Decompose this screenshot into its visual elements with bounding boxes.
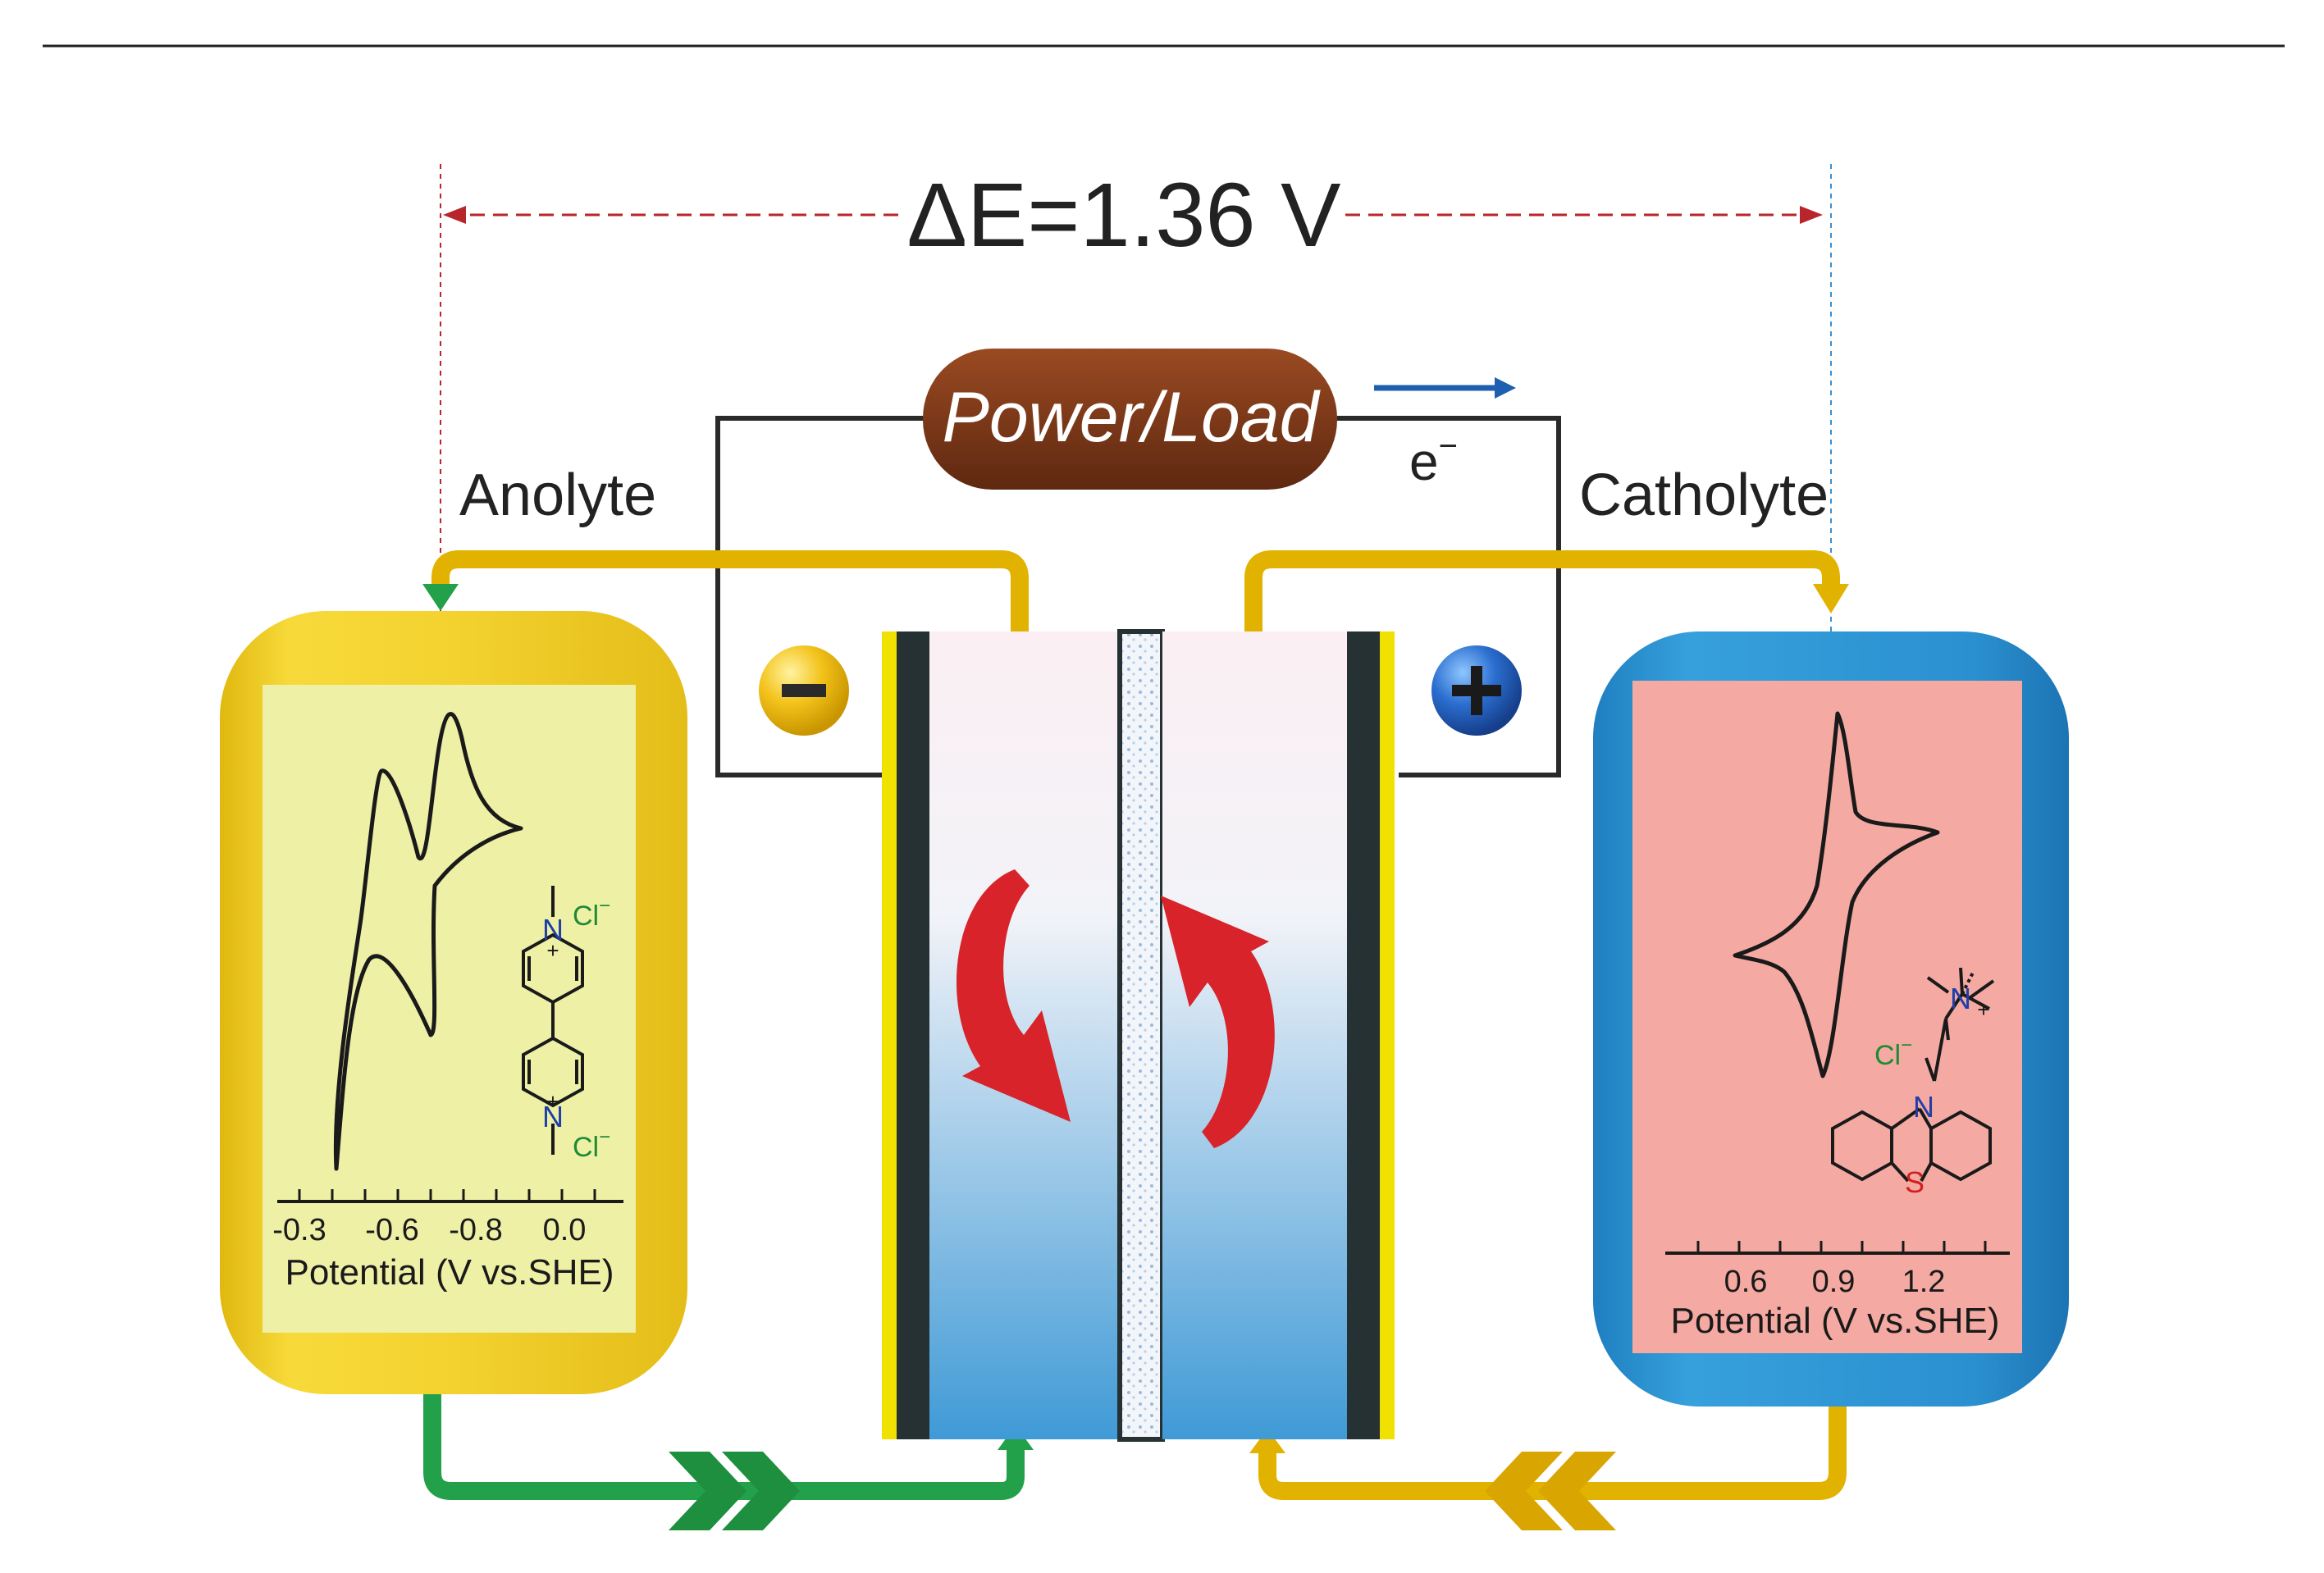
anolyte-molecule — [522, 886, 584, 1155]
catholyte-inlet-arrow — [1813, 584, 1849, 613]
anolyte-axis-ticks — [298, 1189, 596, 1201]
anolyte-tick-label: 0.0 — [543, 1213, 587, 1247]
anolyte-tank — [220, 611, 687, 1394]
anolyte-tick-label: -0.3 — [272, 1213, 326, 1247]
catholyte-tick-label: 0.6 — [1724, 1265, 1768, 1299]
cathode-current-collector — [1380, 631, 1395, 1439]
anolyte-plus-bottom: + — [546, 1089, 559, 1114]
power-load-label: Power/Load — [943, 378, 1322, 457]
anolyte-axis-title: Potential (V vs.SHE) — [285, 1252, 614, 1293]
negative-terminal — [759, 645, 849, 736]
flow-cell — [882, 629, 1395, 1442]
anolyte-nitrogen-bottom: N — [542, 1100, 564, 1133]
external-circuit — [715, 416, 1561, 777]
catholyte-circulation-arrow — [1161, 896, 1275, 1148]
positive-terminal — [1431, 645, 1522, 736]
catholyte-tick-label: 1.2 — [1902, 1265, 1946, 1299]
anolyte-cv-panel — [263, 685, 636, 1333]
anolyte-cv-plot: -0.3 -0.6 -0.8 0.0 Potential (V vs.SHE) — [272, 712, 623, 1293]
membrane — [1117, 629, 1165, 1442]
electron-label: e− — [1409, 428, 1458, 491]
catholyte-label: Catholyte — [1579, 463, 1829, 528]
anolyte-chloride-bottom: Cl− — [573, 1126, 610, 1163]
catholyte-molecule — [1831, 967, 1995, 1183]
anolyte-cv-curve — [333, 712, 523, 1171]
anolyte-plus-top: + — [546, 938, 559, 963]
catholyte-axis-title: Potential (V vs.SHE) — [1670, 1301, 1999, 1341]
delta-e-label: ΔE=1.36 V — [906, 165, 1340, 266]
anolyte-tick-label: -0.6 — [365, 1213, 418, 1247]
cathode-electrode — [1347, 631, 1380, 1439]
anolyte-top-pipe — [431, 550, 1029, 636]
electron-flow-arrow — [1374, 377, 1516, 399]
catholyte-sulfur: S — [1905, 1165, 1924, 1199]
catholyte-return-arrowhead — [1249, 1429, 1285, 1453]
catholyte-flow-chevrons — [1485, 1452, 1616, 1530]
anode-electrode — [897, 631, 929, 1439]
catholyte-nitrogen-ring: N — [1913, 1090, 1934, 1124]
delta-e-guide — [443, 206, 1823, 224]
anolyte-flow-chevrons — [669, 1452, 800, 1530]
anolyte-tick-label: -0.8 — [449, 1213, 502, 1247]
anode-current-collector — [882, 631, 897, 1439]
anolyte-label: Anolyte — [459, 463, 656, 528]
anolyte-inlet-arrow — [422, 584, 459, 611]
catholyte-axis-ticks — [1696, 1241, 1987, 1253]
catholyte-tick-label: 0.9 — [1812, 1265, 1856, 1299]
catholyte-top-pipe — [1244, 550, 1840, 636]
power-load-box[interactable]: Power/Load — [923, 349, 1337, 490]
catholyte-plus: + — [1977, 997, 1989, 1022]
catholyte-chloride: Cl− — [1874, 1034, 1912, 1071]
catholyte-nitrogen-quat: N — [1950, 982, 1971, 1015]
catholyte-cv-curve — [1733, 711, 1940, 1078]
anolyte-circulation-arrow — [956, 869, 1071, 1122]
anolyte-chloride-top: Cl− — [573, 895, 610, 932]
anolyte-nitrogen-top: N — [542, 913, 564, 946]
catholyte-cv-plot: 0.6 0.9 1.2 Potential (V vs.SHE) — [1665, 711, 2010, 1341]
